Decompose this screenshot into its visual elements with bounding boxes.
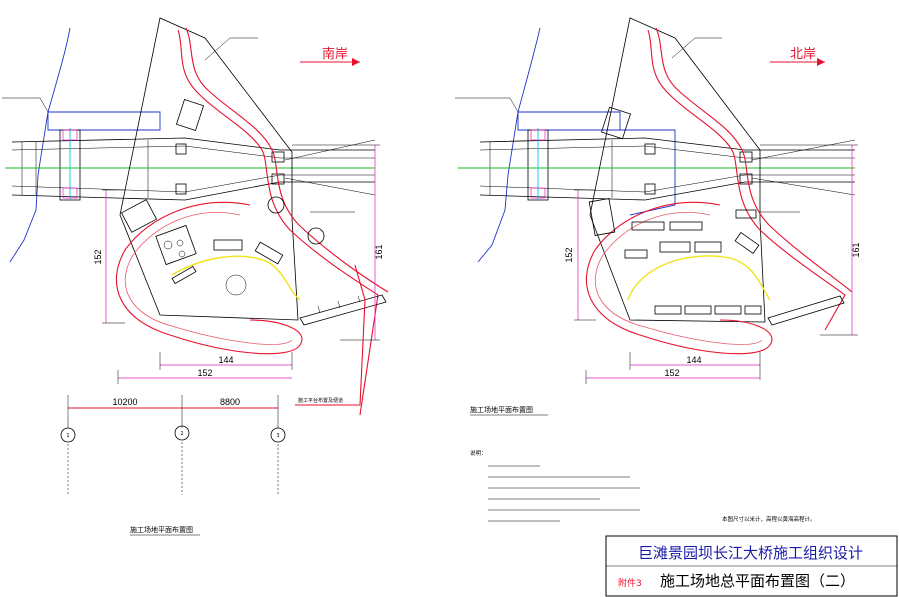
left-dim-span-1: 10200 [112,397,137,407]
left-dimension-horizontal: 144 152 10200 8800 [67,352,293,420]
right-dim-vertical-left: 152 [564,247,574,262]
left-dim-bottom-inner: 144 [218,355,233,365]
right-piers [530,129,753,199]
left-river-line-2 [47,111,161,131]
pier-marker-1 [60,427,76,443]
right-site-plan: 北岸 152 161 144 152 施工场地平面布置图 说明： [455,17,861,523]
pier-marker-2 [174,425,190,441]
svg-text:2: 2 [180,431,183,437]
left-pier-axis-markers: 1 2 3 [60,420,286,495]
right-dimension-horizontal: 144 152 [585,352,761,384]
left-dim-span-2: 8800 [220,397,240,407]
right-direction-label: 北岸 [790,47,816,62]
title-drawing-no: 附件3 [618,577,642,589]
left-dim-vertical-right: 161 [374,244,384,259]
svg-text:3: 3 [276,433,279,439]
left-access-road [116,27,389,416]
title-project: 巨滩景园坝长江大桥施工组织设计 [638,544,863,562]
left-note-label: 施工平台布置及便道 [298,397,343,404]
left-dimension-vertical: 152 161 [93,144,384,341]
left-caption: 施工场地平面布置图 [130,525,193,534]
left-river-line [9,27,71,263]
left-note-leader [295,264,366,406]
svg-text:1: 1 [66,433,69,439]
left-dim-bottom-outer: 152 [197,368,212,378]
left-dim-vertical-left: 152 [93,249,103,264]
right-leaders [455,37,800,213]
pier-marker-3 [270,427,286,443]
left-site-plan: 南岸 152 161 144 152 10200 8800 [2,17,389,536]
left-piers [62,129,285,199]
left-site-boundary [119,17,299,321]
right-caption: 施工场地平面布置图 [470,405,533,414]
right-footnote: 本图尺寸以米计，高程以黄海高程计。 [722,515,816,523]
right-access-road [586,27,853,355]
right-notes-heading: 说明： [470,449,487,457]
right-site-boundary [589,17,766,323]
right-river-line [477,27,541,263]
right-dim-vertical-right: 161 [851,242,861,257]
left-site-facilities [120,99,387,326]
right-bridge-deck [479,129,856,201]
right-site-facilities [588,106,845,326]
right-dim-bottom-outer: 152 [664,368,679,378]
title-sheet: 施工场地总平面布置图（二） [660,572,855,590]
right-notes: 说明： 本图尺寸以米计，高程以黄海高程计。 [470,449,816,523]
left-bridge-deck [11,129,376,201]
left-direction-label: 南岸 [322,46,348,62]
right-curve-track [627,255,771,301]
right-dim-bottom-inner: 144 [686,355,701,365]
left-leaders [2,37,355,213]
title-block: 巨滩景园坝长江大桥施工组织设计 附件3 施工场地总平面布置图（二） [605,535,898,597]
right-dimension-vertical: 152 161 [564,144,861,336]
left-curve-track [171,255,301,301]
